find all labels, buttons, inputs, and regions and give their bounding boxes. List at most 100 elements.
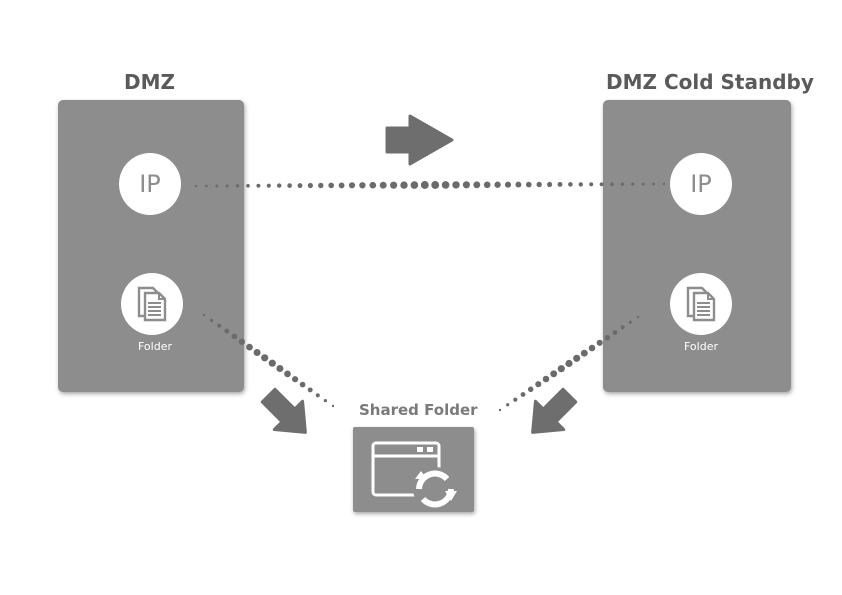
connector-dot [246, 343, 253, 351]
connector-dot [557, 365, 565, 373]
connector-dot [462, 181, 470, 189]
connector-dot [578, 182, 583, 187]
connector-dot [565, 359, 573, 368]
connector-dot [287, 183, 292, 188]
connector-dot [504, 181, 512, 188]
connector-dot [400, 181, 408, 189]
connector-dot [277, 183, 282, 188]
connector-dot [297, 183, 303, 189]
connector-dot [494, 181, 501, 188]
dmz-document-icon [137, 286, 167, 322]
standby-folder-node [670, 273, 732, 335]
dmz-ip-label: IP [139, 170, 161, 198]
connector-dot [557, 181, 563, 187]
connector-dot [246, 183, 250, 188]
connector-dot [307, 387, 313, 393]
connector-dot [224, 328, 230, 334]
standby-folder-label: Folder [684, 340, 718, 353]
dmz-ip-node: IP [119, 153, 181, 215]
ip-link-dots [194, 181, 666, 189]
connector-dot [266, 183, 271, 188]
connector-dot [238, 338, 246, 345]
connector-dot [612, 330, 618, 335]
right-folder-link-dots [498, 315, 640, 412]
connector-dot [420, 181, 429, 189]
connector-dot [369, 181, 377, 189]
connector-dot [205, 184, 208, 188]
connector-dot [217, 323, 222, 328]
dmz-folder-node [121, 273, 183, 335]
connector-dot [520, 392, 526, 397]
connector-dot [441, 181, 450, 189]
connector-dot [568, 182, 573, 187]
connector-dot [599, 182, 604, 187]
connector-dot [431, 181, 440, 189]
connector-dot [331, 404, 335, 408]
connector-dot [348, 182, 356, 189]
connector-dot [620, 182, 625, 186]
connector-dot [390, 181, 398, 189]
connector-dot [256, 183, 261, 188]
connector-dot [202, 313, 206, 317]
connector-dot [359, 182, 366, 189]
connector-dot [328, 182, 335, 189]
connector-dot [652, 182, 655, 186]
dmz-panel [58, 100, 244, 392]
connector-dot [547, 181, 553, 188]
dmz-cold-standby-panel [603, 100, 791, 392]
standby-ip-label: IP [690, 170, 712, 198]
connector-dot [225, 184, 229, 188]
connector-dot [596, 339, 603, 346]
connector-dot [452, 181, 460, 189]
connector-dot [315, 393, 320, 398]
connector-dot [525, 181, 532, 188]
connector-dot [620, 325, 625, 330]
shared-folder-title: Shared Folder [359, 401, 478, 419]
connector-dot [318, 182, 324, 189]
connector-dot [299, 381, 306, 388]
connector-dot [261, 354, 269, 362]
connector-dot [253, 348, 261, 357]
left-folder-link-dots [202, 313, 335, 408]
connector-dot [589, 182, 594, 187]
connector-dot [610, 182, 614, 187]
connector-dot [580, 349, 588, 357]
connector-dot [527, 386, 534, 393]
connector-dot [498, 408, 502, 412]
connector-dot [194, 184, 198, 188]
connector-dot [307, 182, 313, 189]
connector-dot [323, 398, 328, 403]
connector-dot [604, 334, 611, 341]
connector-dot [550, 370, 558, 378]
connector-dot [515, 181, 522, 188]
connector-dot [473, 181, 481, 189]
connector-dot [536, 181, 542, 188]
connector-dot [235, 184, 240, 188]
connector-dot [588, 344, 596, 352]
connector-dot [542, 375, 550, 383]
shared-folder-box [353, 427, 474, 512]
connector-dot [636, 315, 640, 319]
dmz-title: DMZ [124, 70, 176, 94]
connector-dot [641, 182, 645, 186]
connector-dot [231, 333, 238, 340]
standby-ip-node: IP [670, 153, 732, 215]
connector-dot [291, 376, 299, 383]
connector-dot [662, 182, 666, 186]
shared-sync-icon [371, 441, 457, 511]
dmz-folder-label: Folder [138, 340, 172, 353]
left-sync-arrow-icon [260, 387, 307, 434]
connector-dot [276, 364, 284, 373]
connector-dot [628, 320, 632, 324]
connector-dot [513, 397, 518, 402]
connector-dot [215, 184, 219, 188]
dmz-cold-standby-title: DMZ Cold Standby [606, 70, 814, 94]
connector-dot [573, 354, 581, 362]
connector-dot [506, 403, 510, 407]
connector-dot [410, 181, 419, 189]
connector-dot [631, 182, 635, 186]
connector-dot [284, 370, 291, 378]
connector-dot [209, 318, 214, 323]
